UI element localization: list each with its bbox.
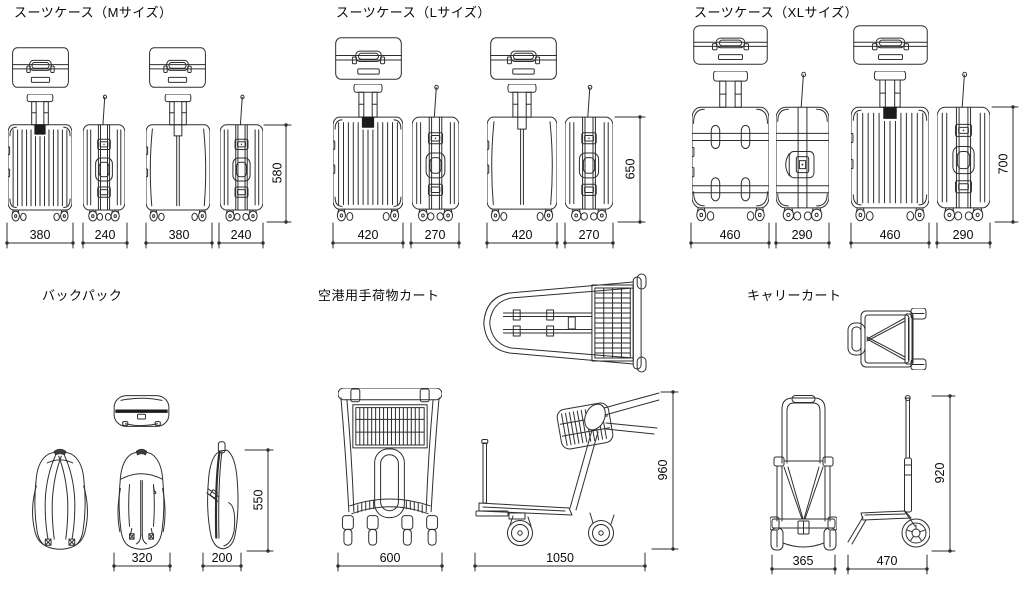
backpack-front-view bbox=[117, 449, 166, 550]
carry-cart-side-view bbox=[847, 395, 930, 548]
dim-suitcase-l-front-width: 420 bbox=[331, 223, 405, 248]
section-suitcase-l: スーツケース（Lサイズ） 420 270 420 270 bbox=[331, 5, 645, 248]
suitcase-m-back-view bbox=[146, 94, 210, 222]
dim-label: 420 bbox=[512, 228, 533, 242]
backpack-back-view bbox=[32, 449, 88, 550]
dim-suitcase-m-height: 580 bbox=[264, 123, 291, 224]
airport-cart-front-view bbox=[338, 388, 442, 546]
dim-suitcase-xl-height: 700 bbox=[992, 105, 1018, 224]
suitcase-xl-front-view bbox=[851, 71, 929, 222]
dim-suitcase-l-back-depth: 270 bbox=[563, 223, 615, 248]
dim-backpack-depth: 200 bbox=[201, 551, 243, 571]
suitcase-m-side-view-2 bbox=[220, 94, 263, 222]
suitcase-l-back-view bbox=[487, 84, 557, 222]
section-suitcase-m: スーツケース（Mサイズ） 380 240 380 240 bbox=[5, 5, 291, 248]
dim-backpack-width: 320 bbox=[112, 551, 172, 571]
section-title-backpack: バックパック bbox=[42, 288, 122, 303]
dim-airport-cart-length: 1050 bbox=[473, 551, 647, 571]
dim-label: 580 bbox=[271, 163, 285, 184]
section-backpack: バックパック 320 200 550 bbox=[32, 288, 273, 571]
suitcase-xl-side-view bbox=[937, 71, 990, 222]
dim-airport-cart-height: 960 bbox=[652, 390, 678, 551]
section-title-carry-cart: キャリーカート bbox=[747, 288, 842, 303]
section-title-suitcase-l: スーツケース（Lサイズ） bbox=[336, 5, 491, 20]
dim-label: 920 bbox=[933, 463, 947, 484]
dim-label: 270 bbox=[579, 228, 600, 242]
dim-label: 700 bbox=[997, 154, 1011, 175]
dim-label: 240 bbox=[95, 228, 116, 242]
section-carry-cart: キャリーカート 365 470 920 bbox=[747, 288, 955, 574]
backpack-side-view bbox=[206, 441, 239, 550]
dim-label: 240 bbox=[231, 228, 252, 242]
dim-suitcase-m-side-depth: 240 bbox=[81, 223, 129, 248]
suitcase-l-top-view bbox=[335, 37, 402, 80]
dim-airport-cart-width: 600 bbox=[336, 551, 444, 571]
suitcase-l-top-view-2 bbox=[490, 37, 557, 80]
dim-label: 290 bbox=[792, 228, 813, 242]
dim-suitcase-xl-back-width: 460 bbox=[849, 223, 931, 248]
dim-label: 270 bbox=[425, 228, 446, 242]
section-title-suitcase-xl: スーツケース（XLサイズ） bbox=[694, 5, 858, 20]
dim-suitcase-m-back-width: 380 bbox=[144, 223, 214, 248]
dim-backpack-height: 550 bbox=[245, 448, 273, 553]
section-airport-cart: 空港用手荷物カート 600 1050 960 bbox=[318, 273, 678, 571]
dim-label: 650 bbox=[624, 159, 638, 180]
dim-label: 470 bbox=[877, 554, 898, 568]
dim-label: 365 bbox=[793, 554, 814, 568]
dim-label: 460 bbox=[880, 228, 901, 242]
section-suitcase-xl: スーツケース（XLサイズ） 460 290 460 290 bbox=[689, 5, 1018, 248]
dim-label: 200 bbox=[212, 551, 233, 565]
dim-label: 960 bbox=[656, 460, 670, 481]
dim-label: 320 bbox=[132, 551, 153, 565]
backpack-top-view bbox=[113, 395, 170, 427]
dim-suitcase-l-side-depth: 270 bbox=[409, 223, 461, 248]
dim-label: 380 bbox=[169, 228, 190, 242]
suitcase-xl-top-view-2 bbox=[853, 25, 928, 65]
airport-cart-side-view bbox=[475, 392, 660, 546]
dim-label: 1050 bbox=[546, 551, 574, 565]
dim-suitcase-l-back-width: 420 bbox=[485, 223, 559, 248]
dim-label: 460 bbox=[720, 228, 741, 242]
airport-cart-top-view bbox=[483, 273, 647, 373]
dim-suitcase-m-front-width: 380 bbox=[5, 223, 75, 248]
dim-suitcase-xl-back-depth: 290 bbox=[935, 223, 992, 248]
dim-label: 550 bbox=[252, 490, 266, 511]
dim-suitcase-xl-side-depth: 290 bbox=[774, 223, 831, 248]
dim-carry-cart-depth: 470 bbox=[846, 554, 929, 574]
suitcase-m-top-view-2 bbox=[149, 47, 206, 88]
suitcase-xl-top-view bbox=[693, 25, 768, 65]
dim-label: 380 bbox=[30, 228, 51, 242]
dim-suitcase-xl-front-width: 460 bbox=[689, 223, 771, 248]
dim-carry-cart-width: 365 bbox=[770, 554, 837, 574]
suitcase-l-side-view bbox=[412, 84, 459, 222]
suitcase-l-side-view-2 bbox=[565, 84, 613, 222]
suitcase-m-front-view bbox=[8, 94, 72, 222]
suitcase-m-top-view bbox=[12, 47, 69, 88]
suitcase-xl-trunk-front-view bbox=[692, 71, 769, 222]
dim-label: 600 bbox=[380, 551, 401, 565]
dim-suitcase-l-height: 650 bbox=[615, 115, 645, 224]
dim-carry-cart-height: 920 bbox=[932, 394, 955, 553]
dim-suitcase-m-back-depth: 240 bbox=[217, 223, 265, 248]
suitcase-l-front-view bbox=[333, 84, 403, 222]
dim-label: 420 bbox=[358, 228, 379, 242]
section-title-airport-cart: 空港用手荷物カート bbox=[318, 288, 440, 303]
suitcase-xl-trunk-side-view bbox=[776, 71, 829, 222]
suitcase-m-side-view bbox=[83, 94, 125, 222]
dim-label: 290 bbox=[953, 228, 974, 242]
carry-cart-front-view bbox=[770, 395, 837, 551]
carry-cart-top-view bbox=[847, 308, 927, 370]
section-title-suitcase-m: スーツケース（Mサイズ） bbox=[14, 5, 173, 20]
